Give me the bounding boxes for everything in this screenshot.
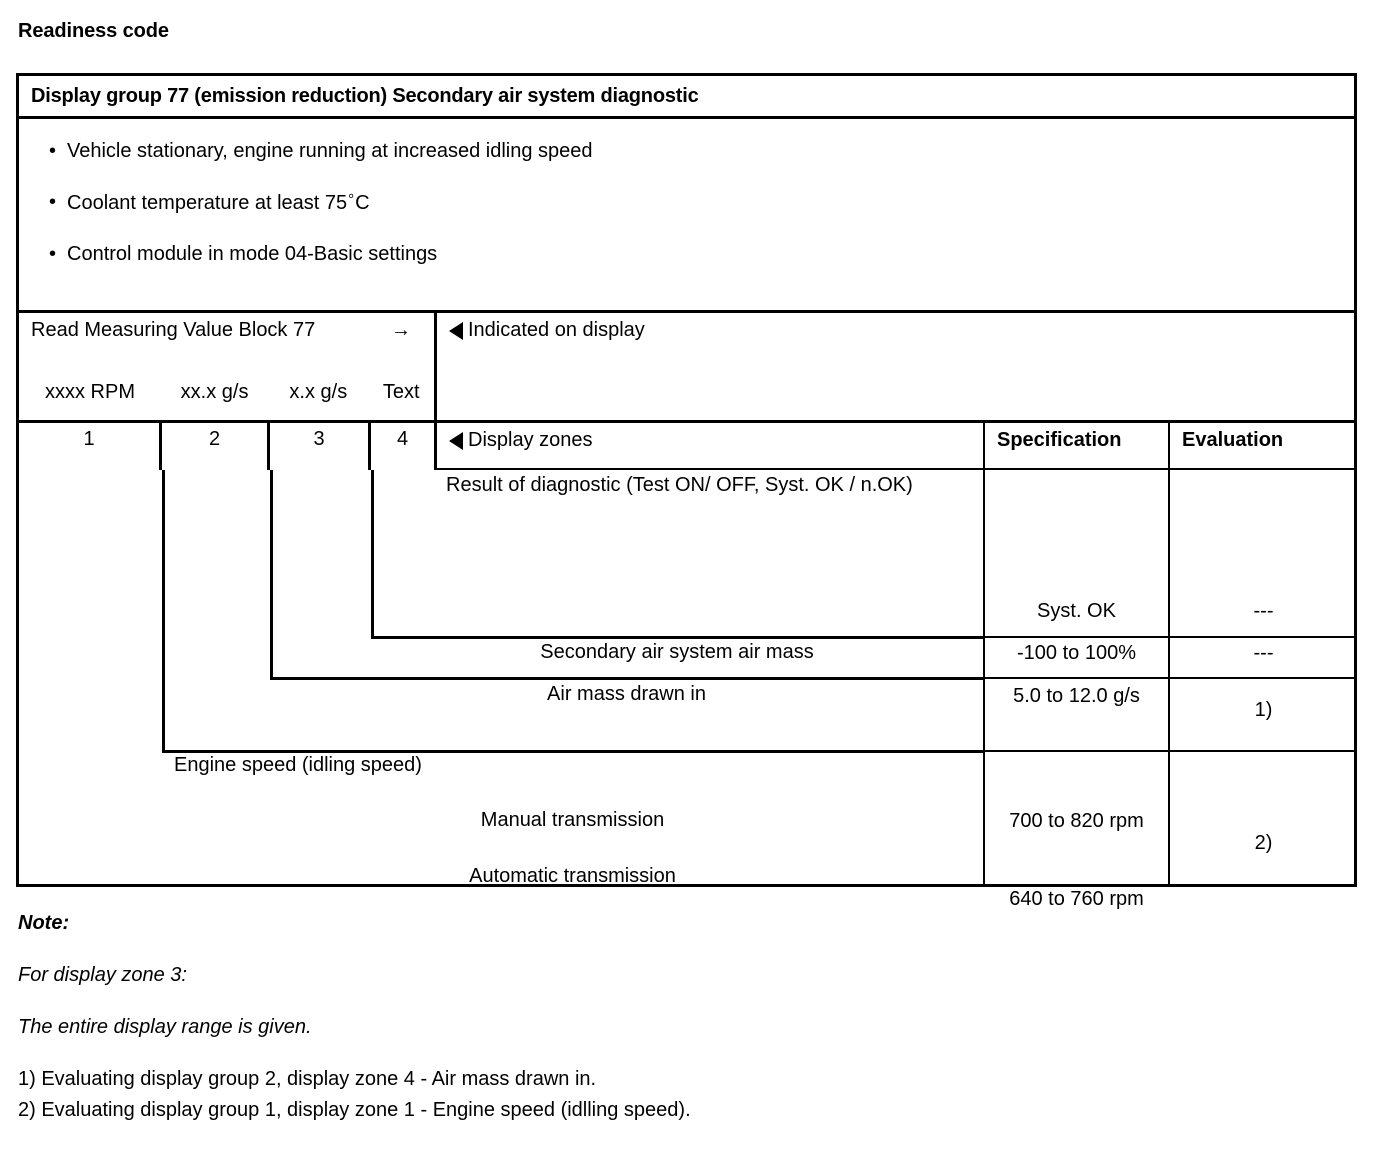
spec-row-1-divider [983, 636, 1357, 638]
notes-section: Note: For display zone 3: The entire dis… [18, 912, 1358, 1130]
note-line-2: The entire display range is given. [18, 1016, 312, 1038]
condition-text-prefix: Coolant temperature at least 75 [67, 192, 348, 214]
row-2-divider [270, 677, 983, 680]
note-heading: Note: [18, 912, 70, 934]
table-title-row: Display group 77 (emission reduction) Se… [19, 76, 1354, 119]
zone-number-2: 2 [162, 423, 270, 470]
indicated-on-display-text: Indicated on display [468, 319, 645, 341]
zone-number-1: 1 [19, 423, 162, 470]
condition-text-suffix: C [355, 192, 370, 214]
footnote-2: 2) Evaluating display group 1, display z… [18, 1099, 691, 1121]
table-row-label-air-mass-drawn-in: Air mass drawn in [547, 683, 706, 705]
readiness-code-table: Display group 77 (emission reduction) Se… [16, 73, 1357, 910]
row-1-divider [371, 636, 983, 639]
table-row-label-result-of-diagnostic: Result of diagnostic (Test ON/ OFF, Syst… [446, 474, 913, 496]
note-line-1: For display zone 3: [18, 964, 187, 986]
evaluation-value-air-mass: 1) [1254, 699, 1273, 721]
triangle-left-icon [449, 431, 463, 450]
bullet-icon: • [49, 243, 57, 265]
table-row-label-secondary-air-mass: Secondary air system air mass [540, 641, 814, 663]
display-zone-numbers-row: 1 2 3 4 [19, 423, 437, 470]
evaluation-value-result: --- [1253, 600, 1274, 622]
specification-value-automatic: 640 to 760 rpm [1009, 888, 1144, 910]
indicated-on-display-label: Indicated on display [449, 319, 1357, 342]
zone-number-3: 3 [270, 423, 371, 470]
degree-symbol: ° [348, 191, 355, 208]
triangle-left-icon [449, 321, 463, 340]
evaluation-value-secondary-air: --- [1253, 642, 1274, 664]
zone-1-divider [162, 470, 165, 753]
specification-value-result: Syst. OK [1037, 600, 1116, 622]
display-zones-text: Display zones [468, 429, 593, 451]
unit-zone-2: xx.x g/s [180, 381, 249, 403]
preconditions-list: • Vehicle stationary, engine running at … [19, 119, 1354, 313]
table-row-label-engine-speed: Engine speed (idling speed) [174, 754, 422, 776]
list-item: • Vehicle stationary, engine running at … [19, 141, 1354, 162]
measuring-value-block-header: Read Measuring Value Block 77 → xxxx RPM… [19, 313, 437, 423]
row-3-divider [162, 750, 983, 753]
page-title: Readiness code [18, 20, 169, 42]
list-item: • Coolant temperature at least 75°C [19, 192, 1354, 214]
list-item: • Control module in mode 04-Basic settin… [19, 244, 1354, 265]
indicated-on-display-cell: Indicated on display [437, 313, 1357, 423]
unit-zone-4: Text [382, 381, 420, 403]
bullet-icon: • [49, 191, 57, 213]
measuring-value-block-label: Read Measuring Value Block 77 [31, 319, 316, 341]
zone-number-4: 4 [371, 423, 437, 470]
footnote-1: 1) Evaluating display group 2, display z… [18, 1068, 597, 1090]
bullet-icon: • [49, 140, 57, 162]
right-arrow-icon: → [391, 319, 411, 341]
zone-2-divider [270, 470, 273, 679]
column-header-specification: Specification [983, 423, 1168, 470]
condition-text: Vehicle stationary, engine running at in… [67, 140, 593, 162]
specification-value-air-mass: 5.0 to 12.0 g/s [1013, 685, 1140, 707]
evaluation-value-engine-speed: 2) [1254, 832, 1273, 854]
zone-3-divider [371, 470, 374, 638]
table-row-label-automatic-transmission: Automatic transmission [469, 865, 676, 887]
table-row-label-manual-transmission: Manual transmission [480, 809, 665, 831]
spec-row-2-divider [983, 677, 1357, 679]
column-header-evaluation: Evaluation [1168, 423, 1357, 470]
unit-zone-3: x.x g/s [289, 381, 348, 403]
display-zones-label: Display zones [449, 429, 983, 452]
display-zones-cell: Display zones [437, 423, 983, 470]
table-title: Display group 77 (emission reduction) Se… [31, 84, 699, 107]
condition-text: Control module in mode 04-Basic settings [67, 243, 438, 265]
unit-zone-1: xxxx RPM [44, 381, 135, 403]
specification-value-secondary-air: -100 to 100% [1017, 642, 1136, 664]
measuring-units-row: xxxx RPM xx.x g/s x.x g/s Text [19, 381, 434, 404]
spec-row-3-divider [983, 750, 1357, 752]
condition-text: Coolant temperature at least 75°C [67, 192, 370, 214]
specification-value-manual: 700 to 820 rpm [1009, 810, 1144, 832]
